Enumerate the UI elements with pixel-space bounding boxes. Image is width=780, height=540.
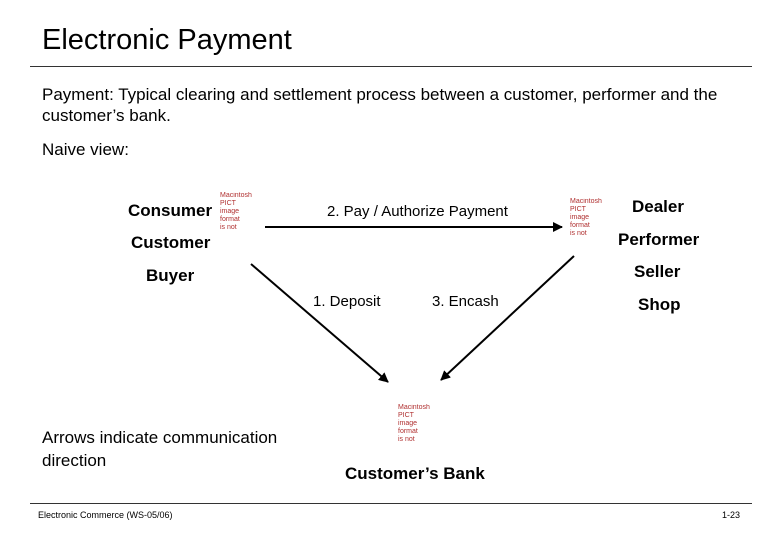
title-divider bbox=[30, 66, 752, 67]
naive-view-label: Naive view: bbox=[42, 140, 129, 159]
encash-arrow bbox=[440, 255, 575, 381]
shop-label: Shop bbox=[638, 295, 681, 314]
deposit-arrow bbox=[250, 263, 389, 383]
footer-page-number: 1-23 bbox=[722, 510, 741, 520]
buyer-label: Buyer bbox=[146, 266, 195, 285]
slide-title: Electronic Payment bbox=[42, 24, 292, 56]
dealer-label: Dealer bbox=[632, 197, 684, 216]
encash-arrow-label: 3. Encash bbox=[432, 293, 499, 310]
seller-label: Seller bbox=[634, 262, 681, 281]
bank-label: Customer’s Bank bbox=[345, 464, 485, 483]
footer-course: Electronic Commerce (WS-05/06) bbox=[38, 510, 173, 520]
deposit-arrow-label: 1. Deposit bbox=[313, 293, 381, 310]
consumer-label: Consumer bbox=[128, 201, 213, 220]
pay-arrow-label: 2. Pay / Authorize Payment bbox=[327, 203, 508, 220]
footer-divider bbox=[30, 503, 752, 504]
customer-label: Customer bbox=[131, 233, 211, 252]
arrows-note: Arrows indicate communication direction bbox=[42, 428, 278, 470]
performer-label: Performer bbox=[618, 230, 700, 249]
description-text: Payment: Typical clearing and settlement… bbox=[42, 85, 718, 125]
